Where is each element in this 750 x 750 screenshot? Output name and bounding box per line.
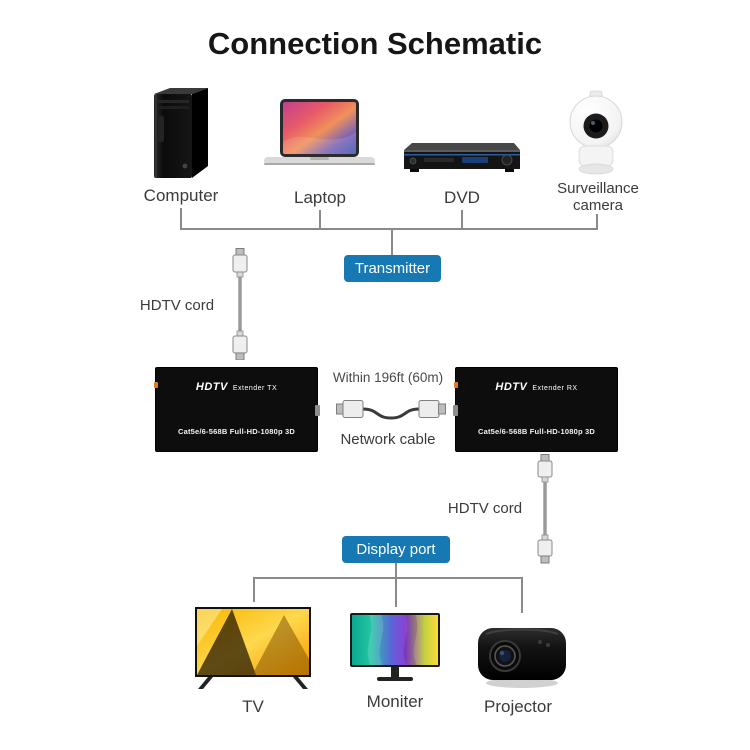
extender-tx-title: HDTV Extender TX (156, 377, 317, 395)
connector-line (180, 228, 598, 230)
network-port (453, 405, 458, 416)
connector-line (395, 579, 397, 607)
connector-line (521, 579, 523, 613)
laptop-label: Laptop (294, 188, 346, 207)
hdtv-cord-top-icon (227, 248, 253, 360)
computer-tower-icon (146, 80, 218, 182)
surveillance-camera-icon (563, 90, 629, 176)
connector-line (253, 579, 255, 602)
tv-icon (194, 606, 312, 690)
extender-rx-brand: HDTV (495, 381, 528, 393)
transmitter-badge: Transmitter (344, 255, 441, 282)
tv-label: TV (242, 697, 264, 716)
extender-rx-spec: Cat5e/6-568B Full-HD-1080p 3D (477, 427, 596, 436)
monitor-icon (349, 612, 441, 684)
laptop-icon (262, 98, 377, 176)
hdtv-cord-top-label: HDTV cord (139, 297, 215, 314)
monitor-label: Moniter (366, 692, 424, 711)
connector-line (391, 230, 393, 256)
network-port (315, 405, 320, 416)
extender-rx-title: HDTV Extender RX (456, 377, 617, 395)
extender-rx-model: Extender RX (532, 385, 578, 392)
connector-line (180, 208, 182, 229)
led-indicator (454, 382, 458, 388)
surveillance-camera-label: Surveillance camera (557, 180, 639, 214)
hdtv-cord-bottom-label: HDTV cord (447, 500, 523, 517)
page-title: Connection Schematic (207, 26, 543, 61)
extender-tx-spec: Cat5e/6-568B Full-HD-1080p 3D (177, 427, 296, 436)
connector-line (596, 214, 598, 229)
projector-icon (474, 620, 570, 690)
extender-rx-box: HDTV Extender RX Cat5e/6-568B Full-HD-108… (453, 367, 618, 452)
led-indicator (154, 382, 158, 388)
connector-line (395, 563, 397, 578)
computer-label: Computer (143, 186, 219, 205)
connector-line (319, 210, 321, 229)
display-port-badge: Display port (342, 536, 450, 563)
dvd-player-icon (402, 138, 522, 176)
extender-tx-brand: HDTV (195, 381, 228, 393)
dvd-label: DVD (444, 188, 480, 207)
connector-line (253, 577, 523, 579)
connector-line (461, 210, 463, 229)
network-cable-icon (336, 392, 446, 426)
distance-label: Within 196ft (60m) (332, 370, 444, 385)
projector-label: Projector (483, 697, 553, 716)
network-cable-label: Network cable (340, 431, 436, 448)
extender-tx-model: Extender TX (232, 385, 278, 392)
hdtv-cord-bottom-icon (532, 454, 558, 564)
extender-tx-box: HDTV Extender TX Cat5e/6-568B Full-HD-108… (154, 367, 320, 452)
